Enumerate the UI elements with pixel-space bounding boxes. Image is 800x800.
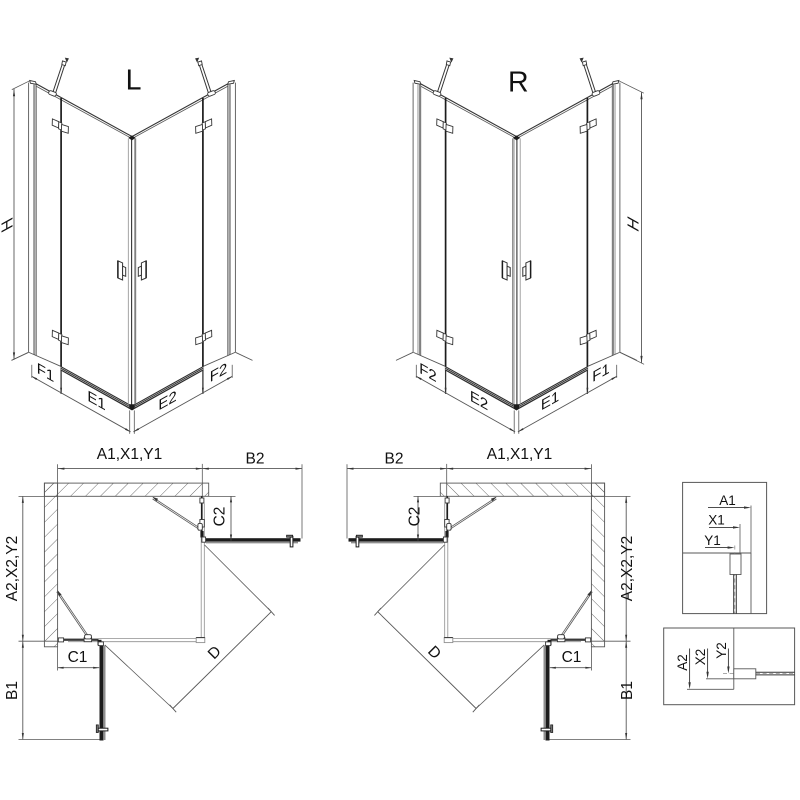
svg-text:C1: C1: [562, 649, 582, 666]
svg-text:C1: C1: [68, 649, 88, 666]
svg-text:B1: B1: [619, 681, 636, 700]
svg-text:B1: B1: [4, 681, 21, 700]
svg-text:A2,X2,Y2: A2,X2,Y2: [4, 536, 21, 602]
svg-text:A1: A1: [719, 493, 736, 508]
svg-text:A1,X1,Y1: A1,X1,Y1: [487, 446, 553, 463]
svg-text:A1,X1,Y1: A1,X1,Y1: [97, 446, 163, 463]
svg-text:C2: C2: [407, 507, 424, 527]
svg-text:Y1: Y1: [704, 533, 721, 548]
svg-text:B2: B2: [385, 451, 404, 468]
svg-text:C2: C2: [212, 507, 229, 527]
svg-text:A2: A2: [675, 654, 690, 671]
svg-text:A2,X2,Y2: A2,X2,Y2: [619, 536, 636, 602]
svg-text:R: R: [508, 66, 529, 98]
svg-text:X1: X1: [708, 513, 725, 528]
svg-text:B2: B2: [246, 451, 265, 468]
svg-text:X2: X2: [693, 649, 708, 666]
svg-text:Y2: Y2: [714, 642, 729, 659]
svg-text:L: L: [126, 64, 142, 96]
